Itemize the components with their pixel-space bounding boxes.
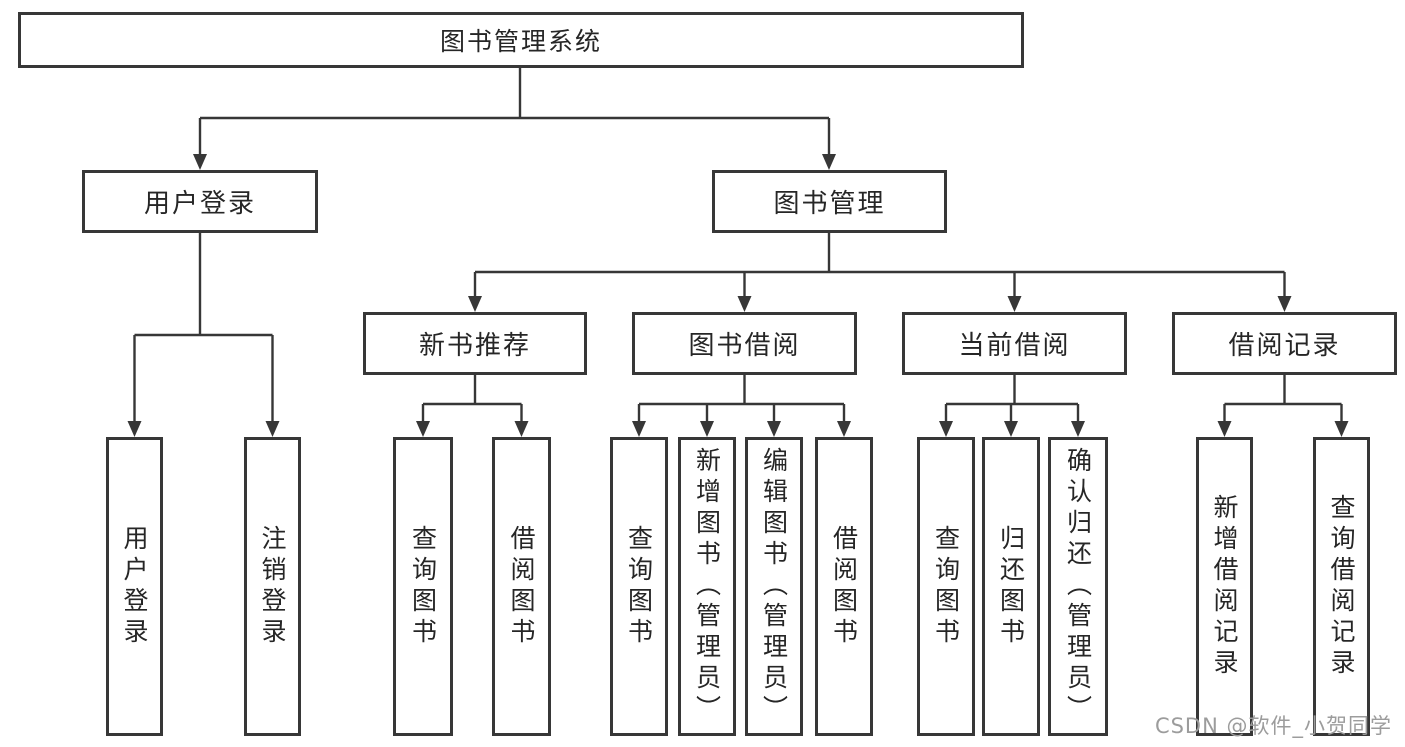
leaf-label: 用户登录 xyxy=(120,524,149,649)
leaf-edit-books-admin: 编辑图书（管理员） xyxy=(745,437,803,736)
leaf-label: 注销登录 xyxy=(258,524,287,649)
leaf-label: 查询图书 xyxy=(408,524,438,649)
leaf-label: 借阅图书 xyxy=(507,524,536,649)
arrowhead xyxy=(837,421,851,437)
arrowhead xyxy=(416,421,430,437)
leaf-add-borrow-record: 新增借阅记录 xyxy=(1196,437,1253,736)
arrowhead xyxy=(1071,421,1085,437)
node-new-book-recommend: 新书推荐 xyxy=(363,312,587,375)
node-label: 图书借阅 xyxy=(688,331,801,361)
leaf-label: 借阅图书 xyxy=(829,524,859,649)
node-label: 用户登录 xyxy=(143,189,256,219)
arrowhead xyxy=(737,296,752,312)
leaf-borrow-books-borrow: 借阅图书 xyxy=(815,437,873,736)
leaf-borrow-books-newbooks: 借阅图书 xyxy=(492,437,551,736)
arrowhead xyxy=(700,421,714,437)
arrowhead xyxy=(265,421,280,437)
node-label: 借阅记录 xyxy=(1228,331,1341,361)
leaf-label: 查询借阅记录 xyxy=(1327,493,1356,680)
arrowhead xyxy=(514,421,529,437)
node-book-borrow: 图书借阅 xyxy=(632,312,857,375)
leaf-label: 查询图书 xyxy=(624,524,654,649)
arrowhead xyxy=(1004,421,1018,437)
leaf-label: 确认归还（管理员） xyxy=(1063,447,1093,726)
leaf-label: 新增图书（管理员） xyxy=(692,447,722,726)
node-user-login: 用户登录 xyxy=(82,170,318,233)
node-borrow-records: 借阅记录 xyxy=(1172,312,1397,375)
leaf-query-books-current: 查询图书 xyxy=(917,437,975,736)
arrowhead xyxy=(1007,296,1022,312)
leaf-query-books-borrow: 查询图书 xyxy=(610,437,668,736)
leaf-label: 归还图书 xyxy=(996,524,1026,649)
leaf-label: 新增借阅记录 xyxy=(1210,493,1239,680)
arrowhead xyxy=(1277,296,1292,312)
node-root-system: 图书管理系统 xyxy=(18,12,1024,68)
arrowhead xyxy=(127,421,142,437)
arrowhead xyxy=(1217,421,1232,437)
leaf-user-login: 用户登录 xyxy=(106,437,163,736)
node-label: 当前借阅 xyxy=(958,331,1071,361)
leaf-logout: 注销登录 xyxy=(244,437,301,736)
arrowhead xyxy=(632,421,646,437)
arrowhead xyxy=(822,154,836,170)
leaf-query-books-newbooks: 查询图书 xyxy=(393,437,453,736)
arrowhead xyxy=(193,154,207,170)
arrowhead xyxy=(468,296,482,312)
node-label: 图书管理 xyxy=(773,189,886,219)
node-book-management: 图书管理 xyxy=(712,170,947,233)
arrowhead xyxy=(767,421,781,437)
leaf-confirm-return-admin: 确认归还（管理员） xyxy=(1048,437,1108,736)
leaf-label: 编辑图书（管理员） xyxy=(759,447,789,726)
leaf-query-borrow-record: 查询借阅记录 xyxy=(1313,437,1370,736)
arrowhead xyxy=(1334,421,1349,437)
leaf-return-books: 归还图书 xyxy=(982,437,1040,736)
arrowhead xyxy=(939,421,953,437)
csdn-watermark: CSDN @软件_小贺同学 xyxy=(1154,714,1392,738)
node-label: 图书管理系统 xyxy=(439,27,602,56)
leaf-label: 查询图书 xyxy=(931,524,961,649)
node-label: 新书推荐 xyxy=(418,331,531,361)
leaf-add-books-admin: 新增图书（管理员） xyxy=(678,437,736,736)
node-current-borrow: 当前借阅 xyxy=(902,312,1127,375)
